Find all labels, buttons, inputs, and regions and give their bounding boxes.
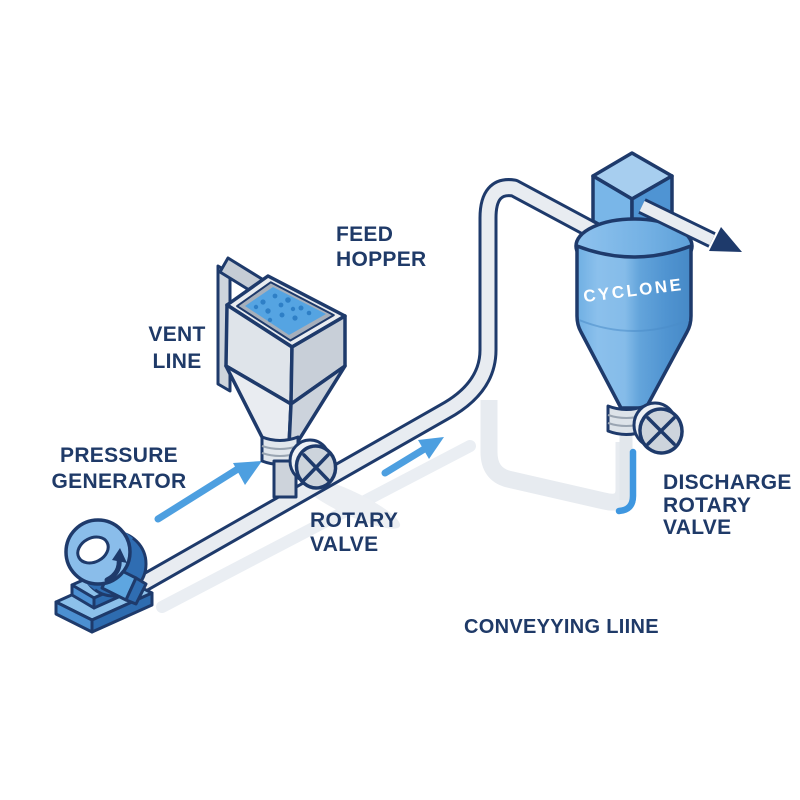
hopper-material-dots	[253, 293, 312, 323]
flow-arrow-2-head	[418, 437, 444, 459]
label-discharge-line2: ROTARY	[663, 494, 751, 517]
label-discharge-line3: VALVE	[663, 516, 731, 539]
flow-arrow-2	[381, 437, 444, 477]
conveying-pipe	[137, 178, 601, 593]
blower-spiral-tip	[112, 548, 127, 563]
label-pressure-generator-line1: PRESSURE	[60, 444, 178, 467]
label-discharge-line1: DISCHARGE	[663, 471, 792, 494]
flow-arrow-2-shaft	[381, 444, 430, 477]
hopper-material	[245, 287, 326, 335]
diagram-labels: PRESSURE GENERATOR VENT LINE FEED HOPPER…	[52, 223, 792, 638]
cyclone-illustration	[574, 151, 694, 410]
pipe-shadow-diagonal	[156, 440, 476, 613]
pressure-generator-illustration	[54, 518, 154, 634]
discharge-pipe-blue	[615, 448, 637, 515]
label-conveying-line: CONVEYYING LIINE	[464, 616, 659, 638]
discharge-rotary-valve-illustration	[606, 401, 684, 455]
label-rotary-valve-line2: VALVE	[310, 533, 378, 556]
label-feed-hopper-line2: HOPPER	[336, 248, 427, 271]
exhaust-pipe-fill	[639, 201, 715, 245]
discharge-valve-cross-2	[646, 416, 676, 446]
cyclone-body	[575, 244, 693, 410]
flow-arrow-1-shaft	[154, 463, 245, 523]
blower-inlet-hole	[76, 535, 110, 565]
label-pressure-generator-line2: GENERATOR	[52, 470, 187, 493]
flow-arrow-1-head	[233, 461, 262, 485]
rotary-valve-cross-2	[302, 453, 330, 482]
exhaust-arrow-head	[709, 227, 742, 252]
label-rotary-valve-line1: ROTARY	[310, 509, 398, 532]
exhaust-pipe	[638, 198, 742, 252]
flow-arrow-1	[154, 461, 262, 523]
label-vent-line-line1: VENT	[148, 323, 205, 346]
blower-outlet-side	[124, 576, 148, 606]
feed-hopper-illustration	[216, 256, 347, 499]
conveying-pipe-fill	[138, 181, 600, 590]
label-vent-line-line2: LINE	[152, 350, 201, 373]
riser-shadow-path	[480, 400, 633, 511]
cyclone-seam	[578, 319, 690, 332]
rotary-valve-illustration	[288, 438, 338, 490]
label-feed-hopper-line1: FEED	[336, 223, 393, 246]
